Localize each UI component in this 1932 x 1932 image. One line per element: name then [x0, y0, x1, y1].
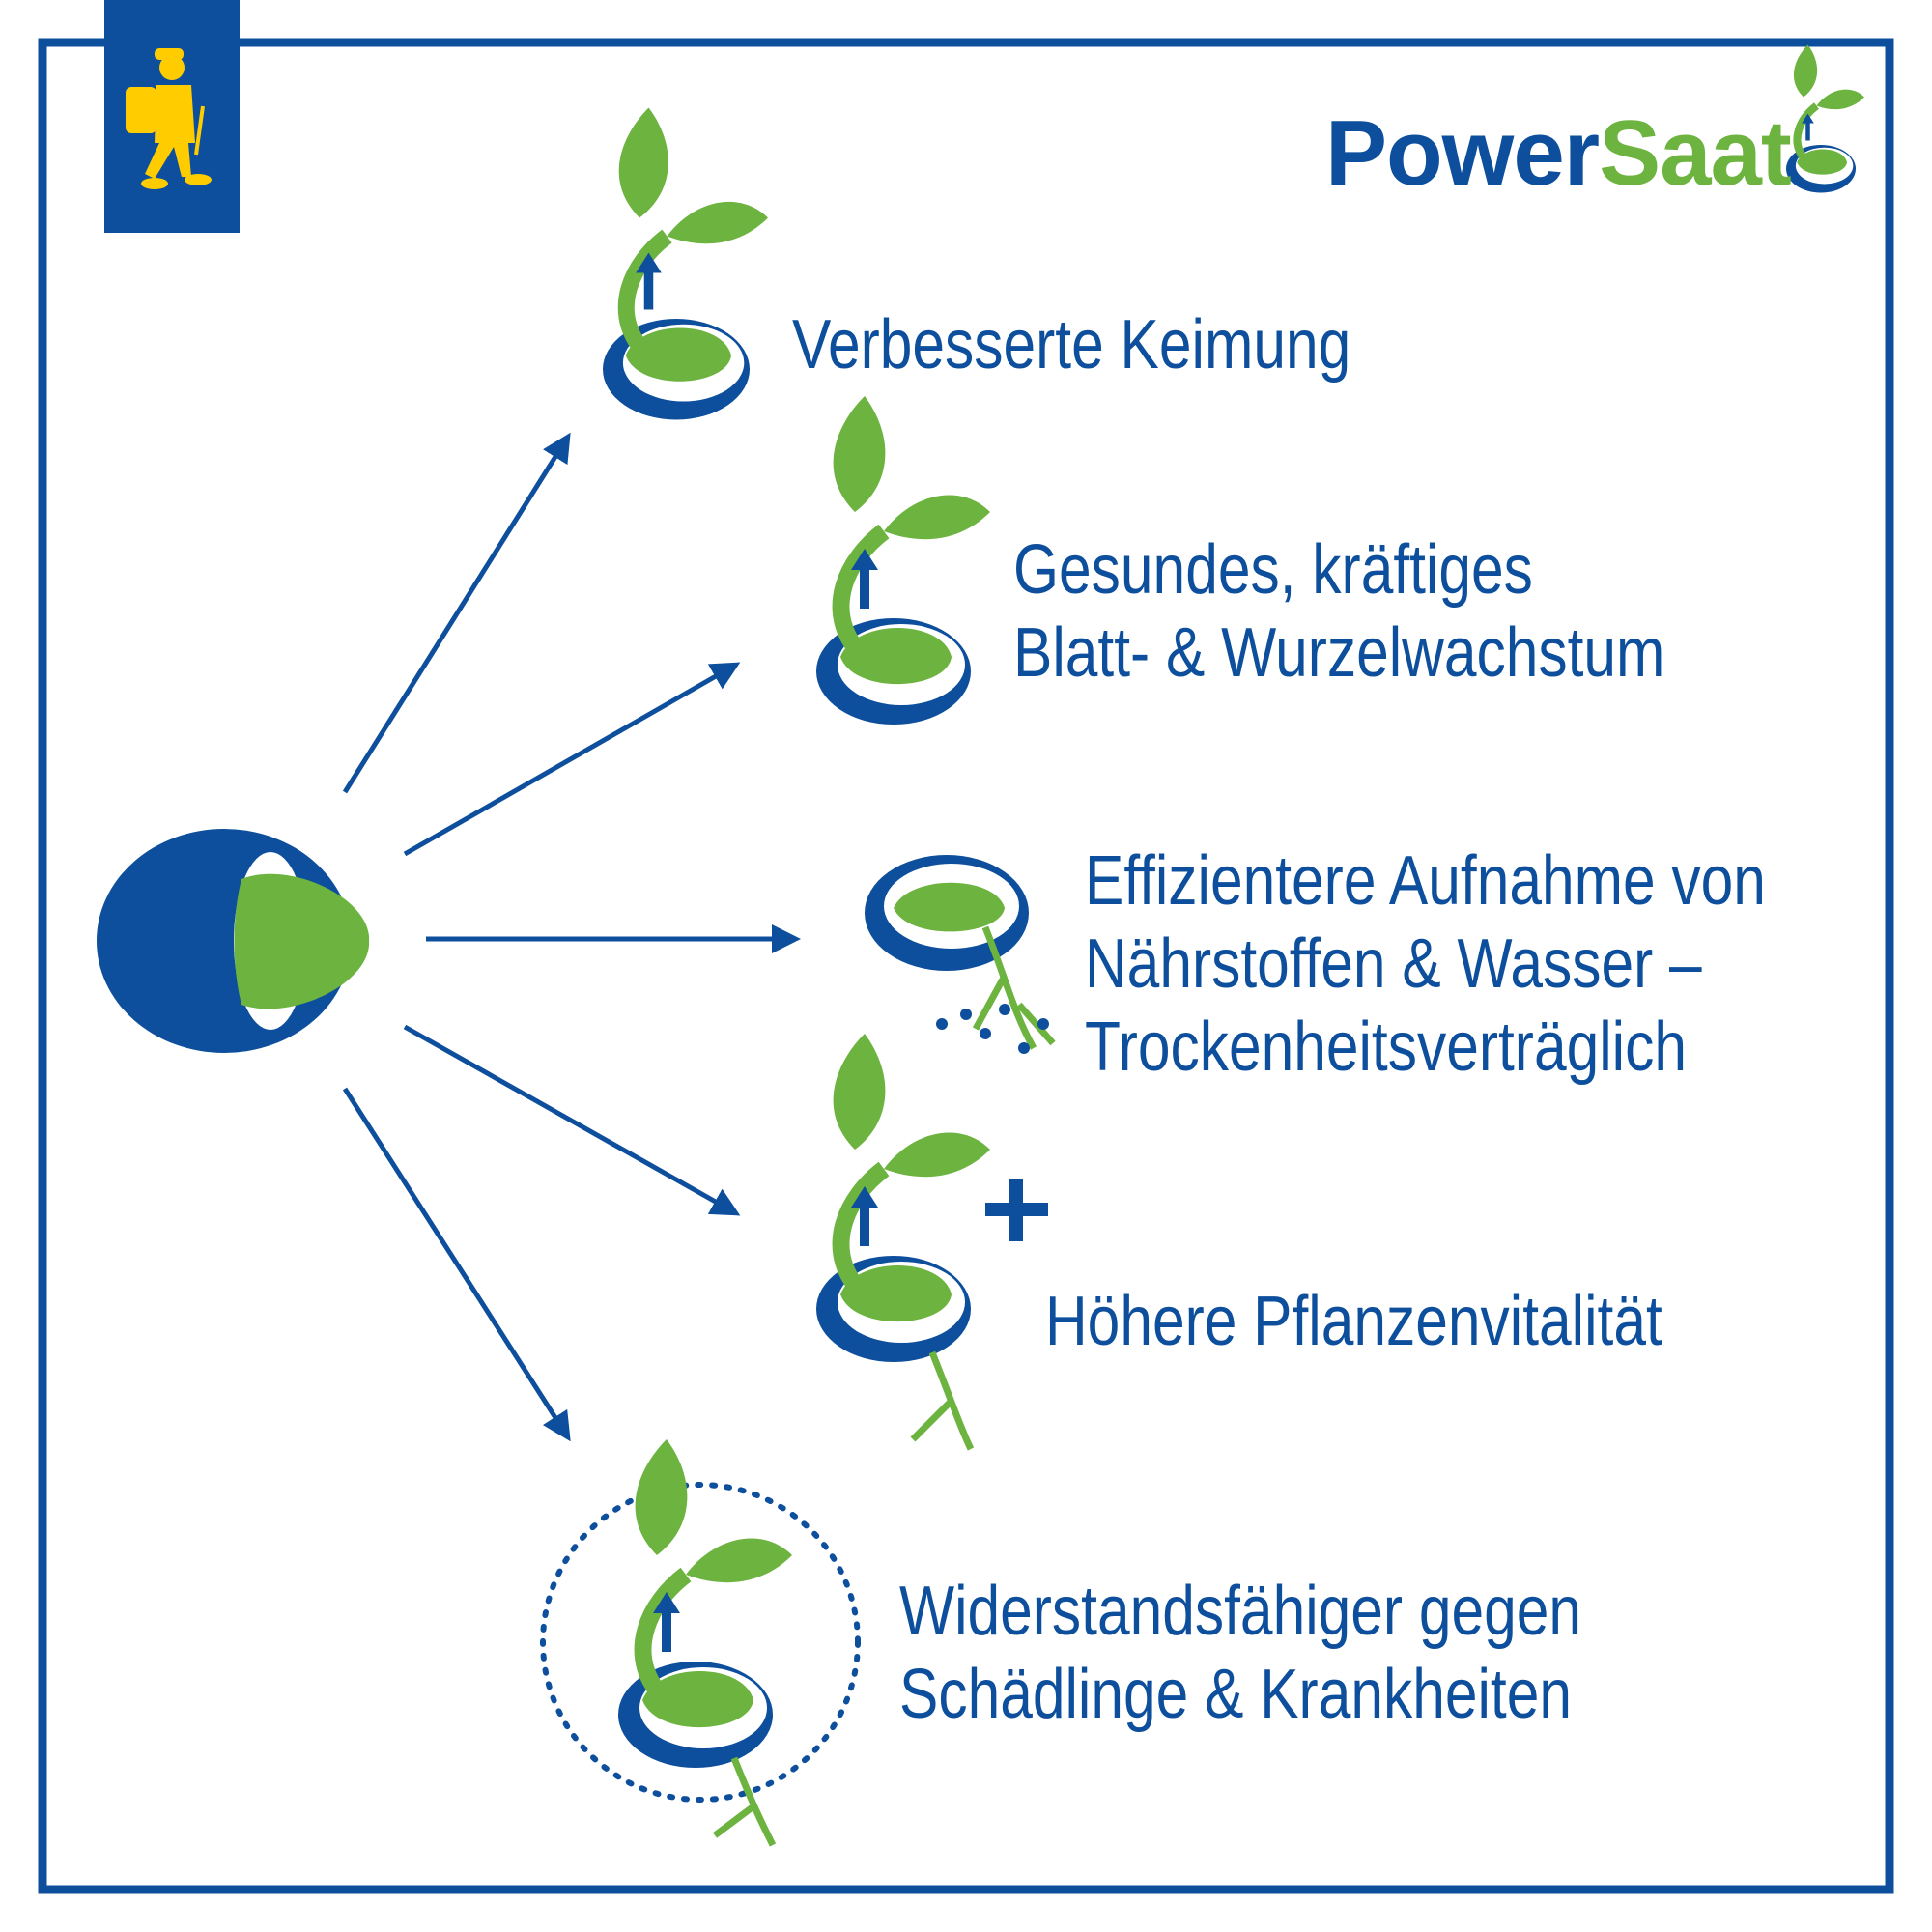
arrow-2	[403, 662, 741, 857]
benefit-germination: Verbesserte Keimung	[792, 303, 1350, 386]
sprout-icon	[603, 107, 768, 419]
benefit-line: Verbesserte Keimung	[792, 306, 1351, 384]
benefit-line: Blatt- & Wurzelwachstum	[1013, 614, 1665, 692]
seed-icon	[97, 829, 370, 1053]
hiker-mascot-icon	[104, 0, 240, 233]
benefit-line: Trockenheitsverträglich	[1085, 1009, 1687, 1086]
arrow-1	[342, 432, 571, 794]
sprout-shield-icon	[540, 1439, 861, 1847]
frame-border	[38, 38, 1894, 1894]
sprout-large-leaves-icon	[816, 396, 990, 724]
brand-name-power: Power	[1325, 101, 1600, 205]
benefit-uptake: Effizientere Aufnahme von Nährstoffen & …	[1085, 839, 1766, 1089]
benefit-line: Höhere Pflanzenvitalität	[1045, 1283, 1662, 1360]
benefit-line: Effizientere Aufnahme von	[1085, 842, 1766, 920]
benefit-growth: Gesundes, kräftiges Blatt- & Wurzelwachs…	[1013, 528, 1664, 695]
benefit-line: Gesundes, kräftiges	[1013, 531, 1533, 609]
benefit-resistance: Widerstandsfähiger gegen Schädlinge & Kr…	[899, 1570, 1581, 1736]
root-nutrients-icon	[865, 855, 1056, 1054]
benefit-line: Widerstandsfähiger gegen	[899, 1573, 1582, 1650]
arrow-4	[403, 1024, 741, 1216]
benefit-line: Nährstoffen & Wasser –	[1085, 925, 1702, 1003]
sprout-logo-icon	[1786, 44, 1864, 192]
brand-wordmark: PowerSaat	[1325, 100, 1792, 207]
benefit-line: Schädlinge & Krankheiten	[899, 1656, 1572, 1733]
benefit-vitality: Höhere Pflanzenvitalität	[1045, 1280, 1662, 1363]
arrow-5	[342, 1087, 571, 1442]
brand-name-saat: Saat	[1599, 101, 1792, 205]
sprout-plus-icon	[816, 1034, 1048, 1451]
